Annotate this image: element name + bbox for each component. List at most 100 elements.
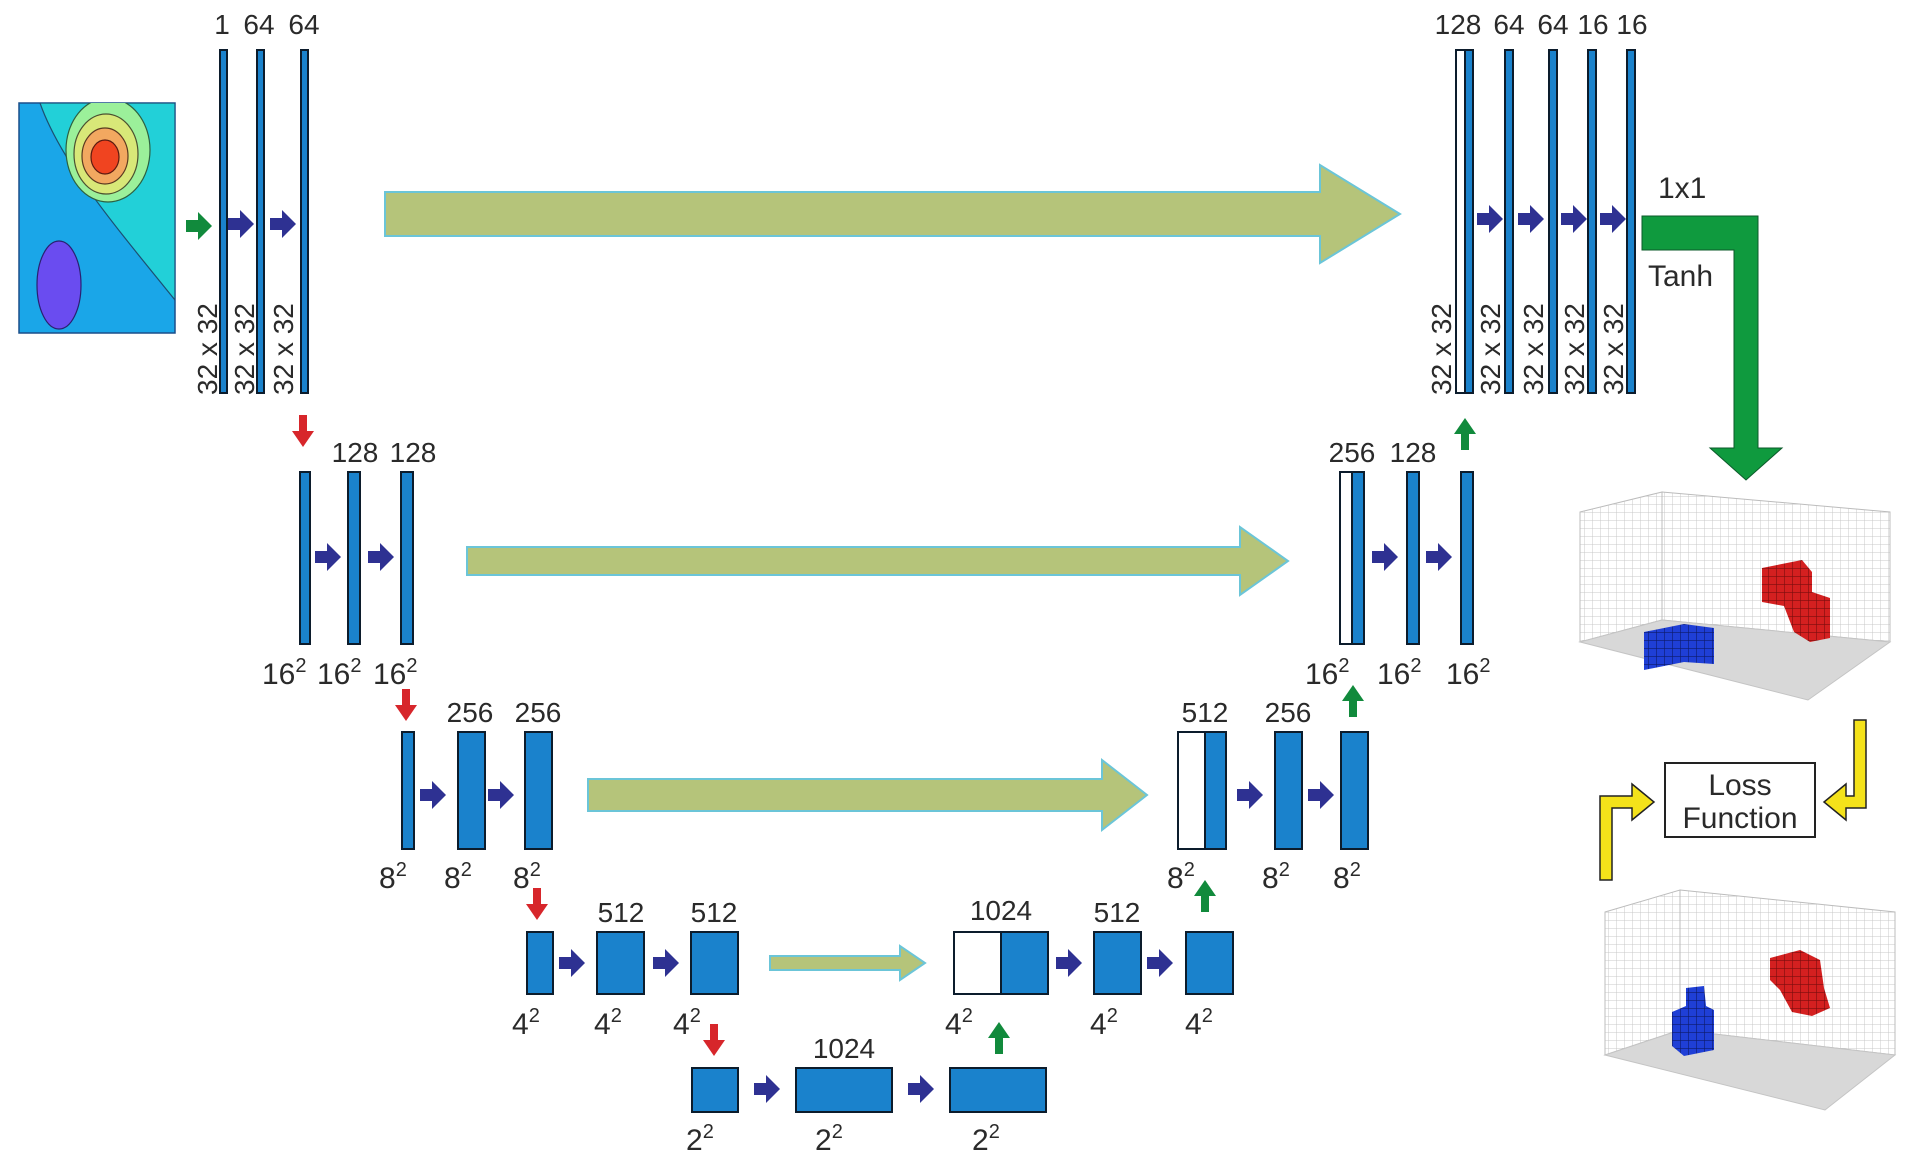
channel-label: 128 <box>332 437 379 468</box>
channel-label: 256 <box>515 697 562 728</box>
upsample-arrow <box>988 1022 1010 1054</box>
feature-map-u2-3 <box>1460 471 1474 645</box>
svg-text:22: 22 <box>815 1121 843 1157</box>
channel-label: 64 <box>288 9 319 40</box>
conv-arrow <box>908 1075 934 1103</box>
feature-map-u1-3 <box>1548 49 1558 394</box>
size-label: 162 162 162 <box>1305 655 1491 691</box>
svg-text:42: 42 <box>594 1005 622 1041</box>
conv-arrow <box>1600 205 1626 233</box>
size-label: 162 162 162 <box>262 655 418 691</box>
loss-function-box <box>1664 762 1816 838</box>
conv-arrow <box>420 781 446 809</box>
conv-arrow <box>1308 781 1334 809</box>
input-contour-map <box>18 102 176 334</box>
upsample-arrow <box>1454 418 1476 450</box>
svg-text:22: 22 <box>972 1121 1000 1157</box>
conv-1x1-label: 1x1 <box>1658 172 1706 205</box>
conv-arrow <box>368 543 394 571</box>
concat-map-white <box>1177 731 1206 850</box>
svg-text:82: 82 <box>379 859 407 895</box>
input-arrow <box>186 212 212 240</box>
channel-label: 1 <box>214 9 230 40</box>
feature-map-u4-3 <box>1185 931 1234 995</box>
channel-label: 256 <box>1265 697 1312 728</box>
feature-map-u2-2 <box>1406 471 1420 645</box>
feature-map-l4-3 <box>690 931 739 995</box>
conv-arrow <box>228 210 254 238</box>
feature-map-l3-3 <box>524 731 553 850</box>
feature-map-l3-2 <box>457 731 486 850</box>
concat-map-white <box>953 931 1002 995</box>
channel-label: 512 <box>598 897 645 928</box>
feature-map-l4-1 <box>526 931 554 995</box>
conv-arrow <box>1426 543 1452 571</box>
channel-label: 128 <box>390 437 437 468</box>
svg-text:162: 162 <box>317 655 362 691</box>
feature-map-u3-2 <box>1274 731 1303 850</box>
svg-text:42: 42 <box>945 1005 973 1041</box>
function-label: Function <box>1682 802 1797 835</box>
size-label: 22 22 22 <box>686 1121 1000 1157</box>
conv-arrow <box>1518 205 1544 233</box>
pool-arrow <box>526 888 548 920</box>
channel-label: 64 <box>1537 9 1568 40</box>
feature-map-l5-1 <box>691 1067 739 1113</box>
svg-text:82: 82 <box>1262 859 1290 895</box>
svg-text:42: 42 <box>1185 1005 1213 1041</box>
channel-label: 64 <box>243 9 274 40</box>
skip-connection-arrow <box>769 944 927 982</box>
feature-map-l2-1 <box>299 471 311 645</box>
feature-map-l1-1 <box>219 49 228 394</box>
feature-map-l1-2 <box>256 49 265 394</box>
channel-label: 128 <box>1390 437 1437 468</box>
channel-label: 256 <box>1329 437 1376 468</box>
conv-arrow <box>1372 543 1398 571</box>
size-label: 42 42 42 <box>512 1005 701 1041</box>
skip-connection-arrow <box>466 525 1290 597</box>
channel-label: 16 <box>1616 9 1647 40</box>
channel-label: 512 <box>691 897 738 928</box>
channel-label: 512 <box>1094 897 1141 928</box>
skip-connection-arrow <box>587 757 1149 833</box>
conv-arrow <box>315 543 341 571</box>
conv-arrow <box>559 949 585 977</box>
feature-map-u4-1 <box>1000 931 1049 995</box>
svg-text:162: 162 <box>1446 655 1491 691</box>
prediction-3d-plot <box>1578 491 1892 701</box>
conv-arrow <box>270 210 296 238</box>
feature-map-l3-1 <box>401 731 415 850</box>
svg-text:82: 82 <box>513 859 541 895</box>
pool-arrow <box>395 689 417 721</box>
channel-label: 128 <box>1435 9 1482 40</box>
svg-text:42: 42 <box>1090 1005 1118 1041</box>
feature-map-l2-3 <box>400 471 414 645</box>
svg-text:42: 42 <box>512 1005 540 1041</box>
loss-arrow-left <box>1599 782 1656 881</box>
size-label: 82 82 82 <box>1167 859 1361 895</box>
conv-arrow <box>754 1075 780 1103</box>
channel-label: 1024 <box>813 1033 875 1064</box>
upsample-arrow <box>1342 685 1364 717</box>
feature-map-u2-1 <box>1351 471 1365 645</box>
concat-map-white <box>1455 49 1466 394</box>
channel-label: 64 <box>1493 9 1524 40</box>
svg-text:162: 162 <box>1377 655 1422 691</box>
channel-label: 256 <box>447 697 494 728</box>
pool-arrow <box>292 415 314 447</box>
svg-text:162: 162 <box>1305 655 1350 691</box>
feature-map-u1-1 <box>1464 49 1474 394</box>
pool-arrow <box>703 1024 725 1056</box>
svg-text:22: 22 <box>686 1121 714 1157</box>
svg-text:82: 82 <box>1167 859 1195 895</box>
output-arrow <box>1641 215 1784 481</box>
feature-map-l1-3 <box>300 49 309 394</box>
feature-map-u3-1 <box>1204 731 1227 850</box>
svg-text:162: 162 <box>262 655 307 691</box>
upsample-arrow <box>1194 880 1216 912</box>
skip-connection-arrow <box>384 163 1402 265</box>
size-label: 32 x 32 <box>1518 303 1549 395</box>
feature-map-u1-5 <box>1626 49 1636 394</box>
size-label: 32 x 32 <box>192 303 223 395</box>
